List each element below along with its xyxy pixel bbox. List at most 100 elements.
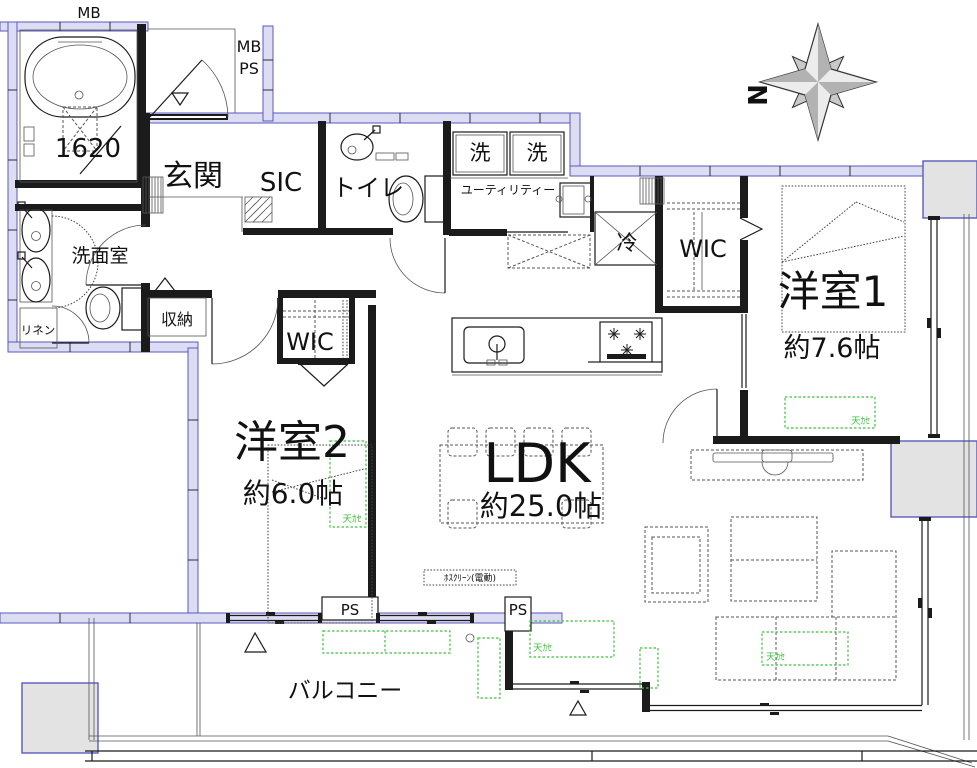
bath-door	[79, 125, 122, 175]
closet-folding-door	[151, 277, 179, 296]
utility-label: ユーティリティー	[461, 183, 556, 197]
genkan-label: 玄関	[163, 159, 223, 194]
mbps-label-1: MB	[237, 37, 262, 56]
ac-label: 天ｶｾ	[533, 643, 552, 654]
sink-icon	[17, 251, 51, 303]
toilet-door-arc	[389, 237, 446, 294]
bedroom2-size: 約6.0帖	[243, 477, 344, 510]
toilet-room	[340, 125, 448, 223]
vent-shaft-hatch	[639, 177, 665, 205]
windows	[226, 216, 941, 715]
closet-label: 収納	[161, 310, 193, 329]
hatch-marker-icon	[244, 631, 268, 653]
ldk-name: LDK	[483, 432, 592, 495]
wic-bedroom2-interior	[283, 300, 349, 358]
mb-label: MB	[77, 4, 100, 22]
washer-slot-left	[452, 131, 508, 176]
washer-left-label: 洗	[470, 141, 491, 165]
bed-bedroom1	[781, 185, 906, 333]
balcony-label: バルコニー	[288, 678, 403, 704]
utility-room	[450, 131, 593, 218]
ac-box-bedroom2	[329, 440, 367, 528]
doors	[51, 59, 764, 444]
linen-label: リネン	[21, 323, 56, 337]
bathtub-size-label: 1620	[55, 134, 121, 164]
entry-area	[142, 92, 273, 223]
ac-box-living	[761, 631, 849, 666]
toilet-icon	[388, 175, 448, 223]
fridge-label: 冷	[617, 231, 638, 255]
laundry-unit-box	[423, 569, 517, 586]
compass-rose-icon: N	[741, 21, 879, 143]
wall-ticks	[8, 22, 851, 623]
entrance-marker-icon	[170, 92, 190, 107]
wic2-folding-door	[299, 363, 349, 387]
wic2-label: WIC	[286, 328, 334, 356]
ac-label: 天ｶｾ	[766, 652, 785, 663]
bedroom2-name: 洋室2	[234, 417, 350, 468]
refrigerator-space	[594, 211, 658, 266]
bedroom2-door-arc	[211, 297, 279, 365]
pillar-top-right	[922, 160, 977, 219]
hall-closet	[147, 297, 207, 337]
drain-icon	[465, 633, 475, 643]
sofa-set	[644, 516, 897, 681]
bedroom1-size: 約7.6帖	[784, 333, 881, 364]
window-ldk-east	[918, 517, 932, 705]
dining-set	[439, 427, 604, 529]
structural-pillars	[21, 160, 977, 754]
outdoor-unit-box	[639, 647, 659, 689]
furniture	[267, 185, 906, 681]
stove-icon	[588, 321, 662, 363]
ac-label: 天ｶｾ	[342, 514, 361, 525]
kitchen-sink-icon	[463, 326, 525, 366]
ldk-size: 約25.0帖	[480, 489, 603, 523]
bathroom	[19, 29, 138, 183]
window-bedroom1-east	[927, 216, 941, 438]
bedroom1-door-arc	[662, 388, 718, 444]
utility-sink-icon	[555, 182, 593, 218]
bedroom1-name: 洋室1	[778, 267, 889, 316]
washer-right-label: 洗	[527, 141, 548, 165]
washroom-door-arc	[85, 224, 147, 286]
ac-label: 天ｶｾ	[851, 416, 870, 427]
sic-label: SIC	[260, 168, 302, 198]
entrance-door-arc	[201, 59, 229, 118]
toilet-label: トイレ	[332, 174, 404, 202]
ps2-label: PS	[509, 601, 528, 619]
mbps-label-2: PS	[239, 59, 259, 78]
pillar-mid-right	[890, 440, 977, 518]
pipe-space-2	[504, 596, 532, 632]
washer-slot-right	[509, 131, 565, 176]
window-ldk-south	[376, 612, 474, 624]
balcony-area	[85, 214, 977, 768]
shoe-cabinet-hatch	[142, 176, 164, 214]
ac-box-bedroom1	[784, 396, 876, 429]
pipe-space-1	[321, 596, 379, 621]
hatch-marker-icon	[568, 699, 588, 716]
north-label: N	[741, 84, 771, 106]
tv-board	[690, 449, 864, 481]
labels: MB MB PS 1620 玄関 SIC トイレ 洗 洗 ユーティリティー 洗面…	[21, 4, 889, 704]
ac-box-dining	[529, 620, 615, 658]
linen-closet	[19, 307, 58, 349]
sink-icon	[17, 201, 51, 253]
pillar-bottom-left	[21, 682, 99, 754]
window-ldk-southeast	[513, 681, 922, 715]
kitchen-counter	[451, 317, 663, 373]
wic1-label: WIC	[679, 235, 727, 263]
ps1-label: PS	[341, 601, 360, 619]
small-sink-icon	[340, 125, 409, 161]
outdoor-unit-box	[477, 637, 501, 699]
hanging-cabinet	[507, 234, 591, 269]
wic-bedroom1-interior	[667, 202, 740, 298]
laundry-unit-label: ﾎｽｸﾘｰﾝ(電動)	[444, 573, 496, 584]
wc2-door-arc	[51, 305, 90, 344]
interior-walls	[15, 24, 900, 712]
washroom-label: 洗面室	[71, 245, 128, 267]
ac-equipment	[322, 396, 876, 699]
toilet-icon	[85, 286, 143, 331]
wic1-folding-door	[739, 217, 764, 241]
